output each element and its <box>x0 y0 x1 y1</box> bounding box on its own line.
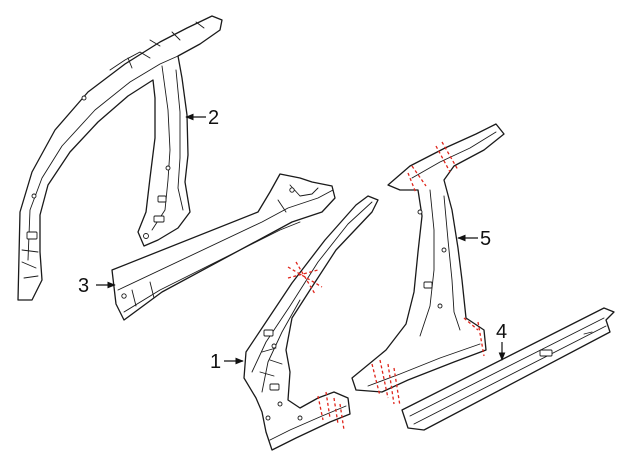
callout-2-label: 2 <box>208 107 219 129</box>
callout-4-label: 4 <box>496 321 507 343</box>
rocker-outer-panel <box>401 307 615 431</box>
callout-3-label: 3 <box>78 275 89 297</box>
body-side-outer-frame <box>17 15 223 301</box>
center-pillar <box>351 123 505 407</box>
callout-3: 3 <box>78 275 116 297</box>
callout-5: 5 <box>457 228 491 250</box>
callout-1: 1 <box>210 351 244 373</box>
callout-2: 2 <box>185 107 219 129</box>
rocker-reinforcement <box>111 173 336 321</box>
callout-5-label: 5 <box>480 228 491 250</box>
hinge-pillar <box>243 195 379 451</box>
callout-1-label: 1 <box>210 351 221 373</box>
callout-4: 4 <box>496 321 507 361</box>
